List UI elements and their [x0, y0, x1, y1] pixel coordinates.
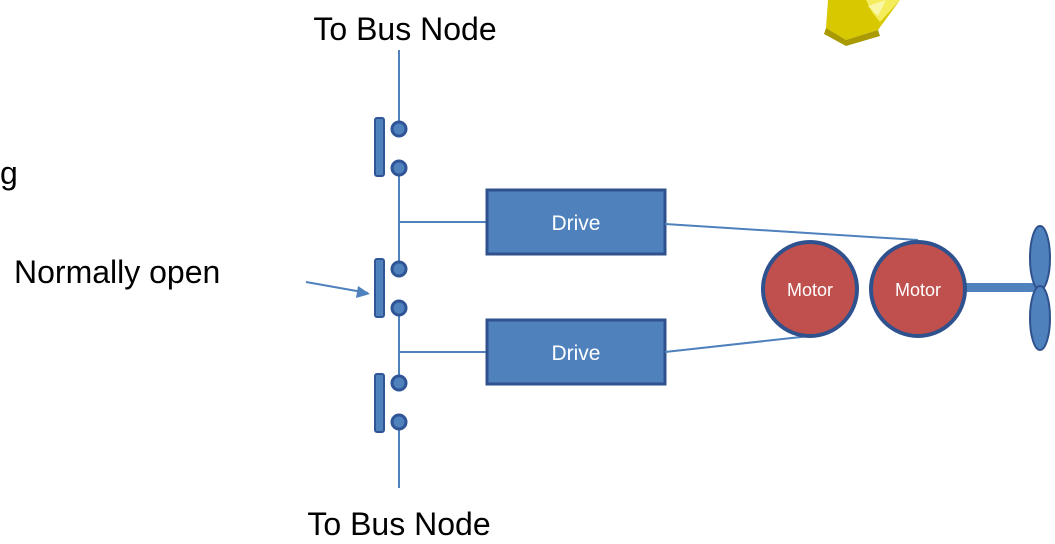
drive-upper-label: Drive	[551, 212, 600, 235]
motor-left: Motor	[761, 240, 859, 338]
bus-node-bottom-label: To Bus Node	[307, 506, 490, 542]
switch-top-bar	[374, 117, 385, 177]
partial-title-fragment: g	[0, 155, 18, 191]
switch-middle-bar	[374, 258, 385, 318]
switch-bottom-contact-upper	[390, 374, 408, 392]
motor-right-label: Motor	[895, 280, 941, 300]
switch-bottom-bar	[374, 373, 385, 433]
drive-lower-label: Drive	[551, 342, 600, 365]
yellow-decoration	[824, 0, 900, 46]
switch-bottom	[374, 373, 408, 433]
drive-upper-to-motor-wire	[664, 223, 919, 241]
drive-lower-box	[485, 318, 667, 386]
motor-left-circle	[761, 240, 859, 338]
switch-top-contact-upper	[390, 120, 408, 138]
motor-right: Motor	[869, 240, 967, 338]
motor-shaft	[960, 283, 1040, 292]
drive-upper-box	[485, 188, 667, 256]
drive-lower: Drive	[485, 318, 667, 386]
switch-middle-contact-upper	[390, 260, 408, 278]
switch-middle	[374, 258, 408, 318]
propeller-blade-lower	[1029, 285, 1051, 351]
switch-middle-contact-lower	[390, 299, 408, 317]
motor-left-label: Motor	[787, 280, 833, 300]
switch-top-contact-lower	[390, 159, 408, 177]
bus-node-top-label: To Bus Node	[313, 11, 496, 47]
drive-lower-to-motor-wire	[664, 335, 811, 353]
drive-upper: Drive	[485, 188, 667, 256]
propeller-blade-upper	[1029, 225, 1051, 291]
switch-top	[374, 117, 408, 177]
switch-bottom-contact-lower	[390, 413, 408, 431]
normally-open-label: Normally open	[14, 254, 220, 290]
motor-right-circle	[869, 240, 967, 338]
normally-open-arrow	[305, 281, 370, 298]
